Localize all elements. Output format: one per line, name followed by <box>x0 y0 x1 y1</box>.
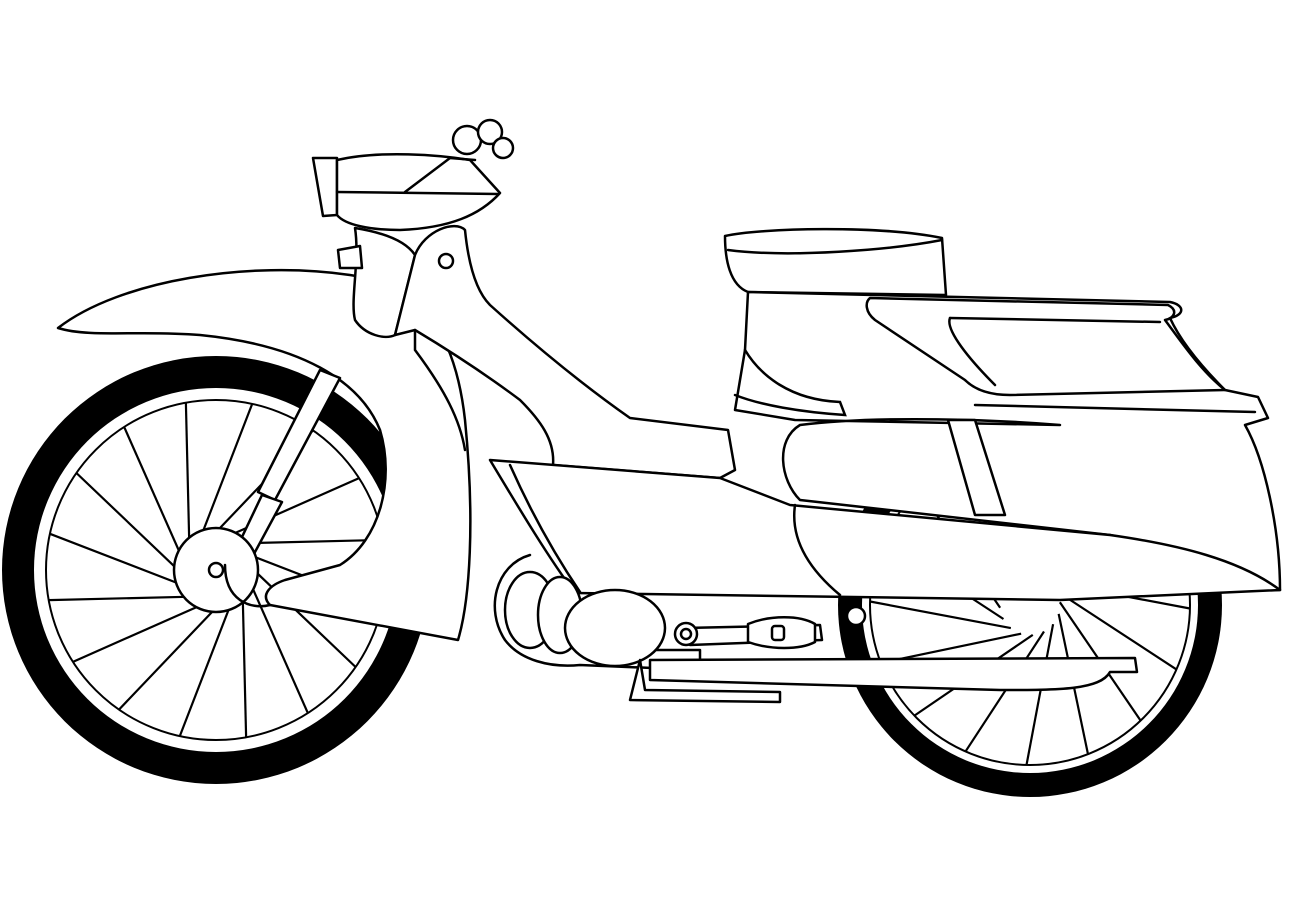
front-fender <box>56 268 472 642</box>
spoke <box>118 597 226 711</box>
frame <box>393 224 737 480</box>
mirror-knob <box>451 124 483 156</box>
spoke <box>964 630 1045 753</box>
spoke <box>178 592 237 737</box>
spoke <box>75 472 189 580</box>
engine <box>493 553 1139 704</box>
spoke <box>49 532 194 591</box>
spoke <box>241 584 248 738</box>
seat <box>723 227 948 297</box>
spoke <box>184 402 191 556</box>
pedal <box>673 605 867 650</box>
front-spokes <box>48 402 384 738</box>
handlebar <box>311 118 515 339</box>
spoke <box>869 600 1012 630</box>
spoke <box>1025 623 1055 766</box>
spoke <box>244 572 309 714</box>
spoke <box>243 560 357 668</box>
front-fork <box>172 368 342 614</box>
spoke <box>48 595 202 602</box>
spoke <box>195 403 254 548</box>
rear-shock <box>946 418 1007 517</box>
spoke <box>1055 590 1178 671</box>
spoke <box>218 477 360 542</box>
floorboard <box>488 458 1282 602</box>
spoke <box>123 426 188 568</box>
spoke <box>72 598 214 663</box>
